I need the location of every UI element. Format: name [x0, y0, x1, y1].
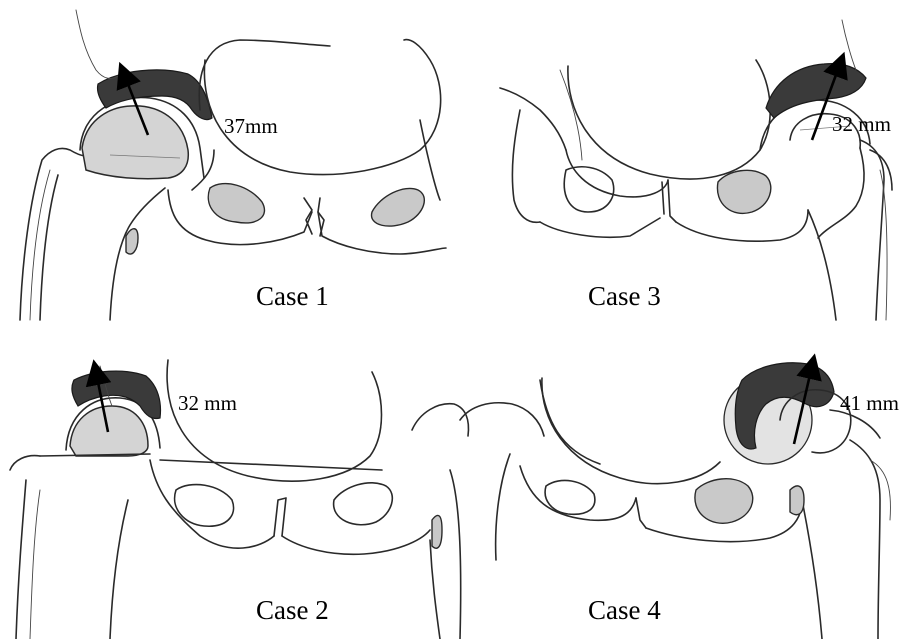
panel-case-3: 32 mm Case 3	[500, 20, 892, 320]
measurement-label-2: 32 mm	[178, 391, 237, 415]
femoral-head-1	[82, 106, 188, 179]
panel-case-4: 41 mm Case 4	[460, 363, 899, 639]
measurement-label-4: 41 mm	[840, 391, 899, 415]
measurement-label-3: 32 mm	[832, 112, 891, 136]
panel-case-1: 37mm Case 1	[20, 10, 446, 320]
case-label-3: Case 3	[588, 281, 661, 311]
obturator-2-right	[334, 483, 393, 525]
case-label-4: Case 4	[588, 595, 661, 625]
obturator-1-right	[372, 188, 425, 226]
obturator-3-left	[564, 167, 613, 212]
case-label-1: Case 1	[256, 281, 329, 311]
obturator-3-right	[717, 170, 770, 213]
obturator-1-left	[208, 184, 264, 223]
obturator-4-right	[695, 479, 753, 524]
panel-case-2: 32 mm Case 2	[10, 360, 468, 639]
case-label-2: Case 2	[256, 595, 329, 625]
measurement-label-1: 37mm	[224, 114, 278, 138]
